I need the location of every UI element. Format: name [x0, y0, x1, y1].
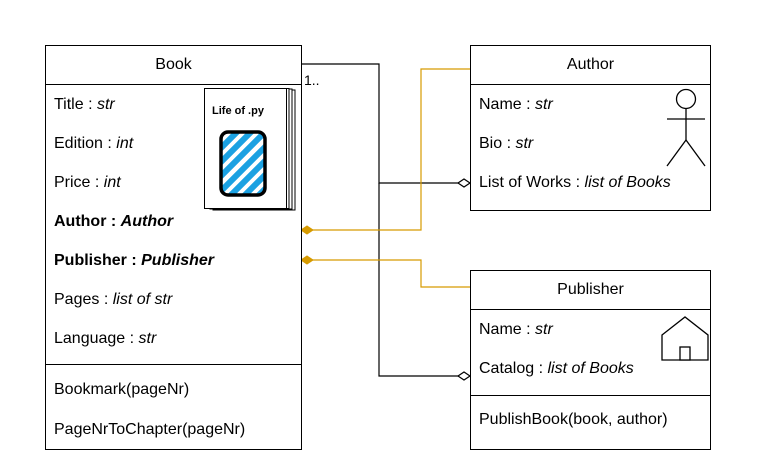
book-method-pagenr-to-chapter: PageNrToChapter(pageNr): [54, 421, 246, 438]
book-icon: Life of .py: [204, 88, 297, 212]
publisher-method-publish-book: PublishBook(book, author): [479, 411, 668, 428]
composition-diamond-author: [300, 225, 314, 235]
book-class[interactable]: Book Title : str Edition : int Price : i…: [45, 45, 302, 450]
author-class[interactable]: Author Name : str Bio : str List of Work…: [470, 45, 711, 211]
book-attr-price: Price : int: [54, 174, 121, 191]
author-attr-works: List of Works : list of Books: [479, 174, 671, 191]
publisher-attr-catalog: Catalog : list of Books: [479, 360, 634, 377]
book-attr-title: Title : str: [54, 96, 115, 113]
aggregation-diamond-publisher: [456, 371, 472, 381]
publisher-class-title: Publisher: [471, 271, 710, 310]
book-attr-pages: Pages : list of str: [54, 291, 173, 308]
book-class-title: Book: [46, 46, 301, 85]
actor-icon: [666, 88, 706, 167]
house-icon: [661, 316, 709, 361]
aggregation-line-author: [301, 63, 462, 184]
composition-line-author: [312, 68, 470, 231]
book-attr-publisher: Publisher : Publisher: [54, 252, 215, 269]
aggregation-line-publisher: [378, 183, 462, 377]
composition-line-publisher: [312, 259, 470, 288]
publisher-methods-divider: [471, 395, 710, 396]
author-attr-name: Name : str: [479, 96, 553, 113]
author-class-title: Author: [471, 46, 710, 85]
book-attr-language: Language : str: [54, 330, 157, 347]
publisher-attr-name: Name : str: [479, 321, 553, 338]
publisher-class[interactable]: Publisher Name : str Catalog : list of B…: [470, 270, 711, 450]
author-attr-bio: Bio : str: [479, 135, 534, 152]
book-attr-edition: Edition : int: [54, 135, 134, 152]
book-methods-divider: [46, 364, 301, 365]
aggregation-diamond-author: [456, 178, 472, 188]
book-icon-label: Life of .py: [212, 105, 264, 117]
book-method-bookmark: Bookmark(pageNr): [54, 381, 190, 398]
composition-diamond-publisher: [300, 255, 314, 265]
multiplicity-label: 1..: [304, 72, 320, 88]
book-attr-author: Author : Author: [54, 213, 174, 230]
